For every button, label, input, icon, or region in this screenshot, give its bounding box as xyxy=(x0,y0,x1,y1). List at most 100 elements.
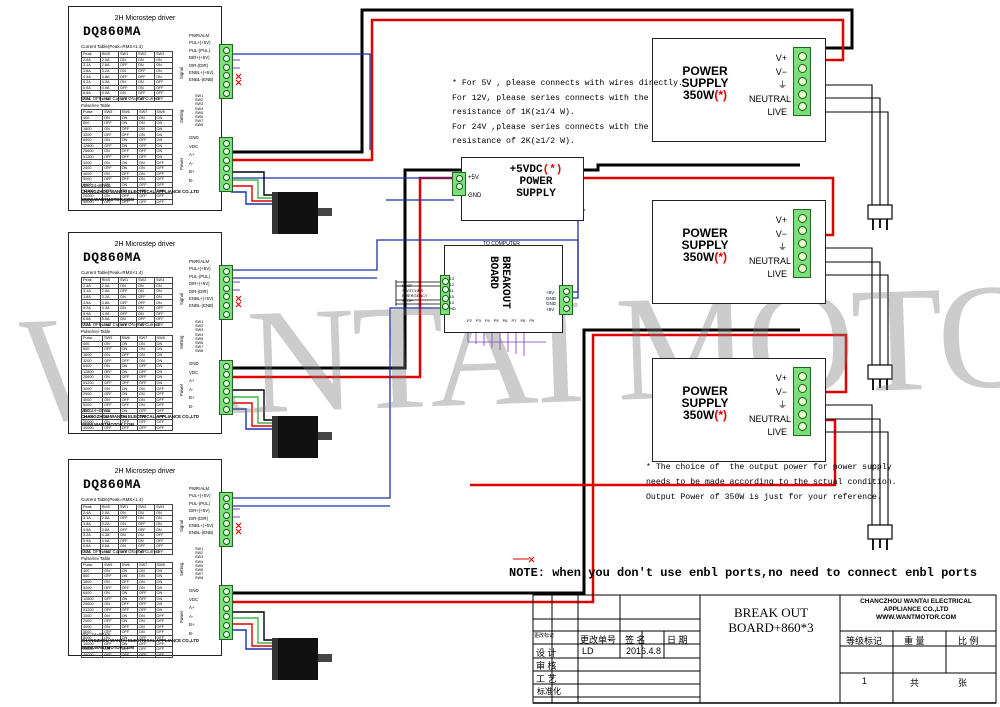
psu-marker: (*) xyxy=(714,408,728,422)
tb-date-label: 日 期 xyxy=(667,635,688,645)
signal-group-label: Signal xyxy=(179,67,184,79)
table-cell: 3.8A xyxy=(99,299,119,306)
tb-sign: 签 名 xyxy=(625,635,646,645)
signal-group-label: Signal xyxy=(179,293,184,305)
table-cell: OFF xyxy=(154,418,173,426)
list-item: PWR/ALM xyxy=(189,259,210,264)
table-cell: 5.5A xyxy=(99,90,119,97)
table-cell: OFF xyxy=(137,198,156,206)
table-cell: 3.2A xyxy=(99,293,119,301)
list-item: LIVE xyxy=(767,107,787,117)
list-item: P7 xyxy=(511,318,517,323)
list-item: GND xyxy=(447,306,456,311)
list-item: B+ xyxy=(189,395,195,400)
breakout-left-connector xyxy=(440,275,450,315)
table-cell: ON xyxy=(137,357,156,364)
table-cell: ON xyxy=(154,374,173,381)
driver-1-power-connector xyxy=(219,137,233,193)
table-cell: ON xyxy=(137,385,156,392)
table-cell: OFF xyxy=(154,651,173,659)
pin-plus-5v: +5V xyxy=(468,175,479,181)
tb-company-line2: APPLIANCE CO.,LTD xyxy=(883,606,949,613)
table-cell: OFF xyxy=(153,95,174,103)
psu-title-line2: SUPPLY xyxy=(681,76,729,90)
supply-5v-title: +5VDC xyxy=(509,164,543,176)
table-cell: OFF xyxy=(137,413,156,420)
table-cell: OFF xyxy=(153,310,174,318)
list-item: SW4 xyxy=(195,106,204,111)
list-item: DIR-(DIR) xyxy=(189,62,209,68)
tb-title-line1: BREAK OUT xyxy=(733,605,809,620)
to-computer-label: TO COMPUTER xyxy=(483,241,520,247)
vdc-note: VDC:24~80Vdc xyxy=(81,632,111,637)
list-item: SW8 xyxy=(195,123,204,128)
table-cell: 6.0A xyxy=(99,548,119,556)
driver-website: WWW.WANTMOTOR.COM xyxy=(81,422,134,427)
enbl-note: NOTE: when you don't use enbl ports,no n… xyxy=(509,566,978,580)
breakout-right-connector xyxy=(559,285,573,315)
table-cell: ON xyxy=(153,288,174,295)
list-item: B- xyxy=(189,630,194,636)
list-item: SW6 xyxy=(195,341,204,346)
table-cell: OFF xyxy=(154,198,173,206)
driver-2-power-connector xyxy=(219,360,233,416)
breakout-title-line1: BREAKOUT xyxy=(499,256,511,309)
list-item: P10 xyxy=(447,300,455,305)
list-item: SW5 xyxy=(195,563,204,568)
list-item: SW5 xyxy=(195,110,204,115)
supply-5v-connector xyxy=(452,172,466,196)
half-current-note: SW4: OFF=Half Current ON=Full Current xyxy=(81,549,160,554)
list-item: DIR+(+5V) xyxy=(189,281,210,287)
list-item: P6 xyxy=(502,318,508,323)
driver-company: CHANGZHOU WANTAI ELECTRICAL APPLIANCE CO… xyxy=(81,189,199,194)
list-item: V+ xyxy=(775,373,787,383)
pulse-table-title: Pulse/rev Table xyxy=(81,103,111,108)
driver-model: DQ860MA xyxy=(83,477,142,492)
setting-group-label: Setting xyxy=(179,109,184,123)
tb-designer: LD xyxy=(582,646,594,656)
list-item: DIR+(+5V) xyxy=(189,55,210,61)
list-item: * For 5V , please connects with wires di… xyxy=(452,79,683,88)
table-cell: ON xyxy=(153,62,174,69)
table-cell: OFF xyxy=(102,651,121,659)
psu-title-line1: POWER xyxy=(682,384,728,398)
list-item: V− xyxy=(775,386,787,397)
psu-title-line2: SUPPLY xyxy=(681,238,729,252)
table-cell: OFF xyxy=(137,374,156,381)
list-item: PWR/ALM xyxy=(189,33,210,38)
list-item: SW8 xyxy=(195,576,204,581)
list-item: B+ xyxy=(189,622,195,627)
table-cell: OFF xyxy=(137,363,156,370)
table-cell: SW3 xyxy=(153,277,174,284)
table-cell: OFF xyxy=(154,396,173,404)
list-item: GND xyxy=(189,135,199,140)
list-item: PUL-(PUL) xyxy=(189,47,211,53)
power-group-label: Power xyxy=(179,383,184,396)
table-cell: ON xyxy=(154,346,173,353)
list-item: VDC xyxy=(189,143,199,149)
list-item: V+ xyxy=(775,215,787,225)
list-item: GND xyxy=(546,295,556,301)
wire-signal-3a xyxy=(231,307,444,499)
psu-terminal-strip xyxy=(793,47,811,117)
tb-sheet-no: 1 xyxy=(862,676,868,686)
tb-design: 设 计 xyxy=(536,648,557,658)
psu-terminal-strip xyxy=(793,367,811,437)
